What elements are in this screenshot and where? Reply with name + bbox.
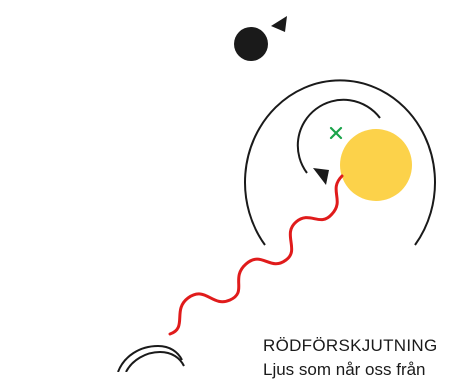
telescope-icon bbox=[118, 346, 184, 372]
planet bbox=[234, 27, 268, 61]
redshift-description: Ljus som når oss från bbox=[263, 360, 426, 380]
redshift-diagram bbox=[0, 0, 462, 372]
planet-orbit-arrow-icon bbox=[271, 16, 287, 32]
redshift-label: RÖDFÖRSKJUTNING bbox=[263, 336, 438, 356]
star-wobble-arrow-icon bbox=[313, 168, 329, 185]
star bbox=[340, 129, 412, 201]
barycenter-cross-icon bbox=[331, 128, 341, 138]
redshift-light-wave bbox=[170, 176, 342, 334]
